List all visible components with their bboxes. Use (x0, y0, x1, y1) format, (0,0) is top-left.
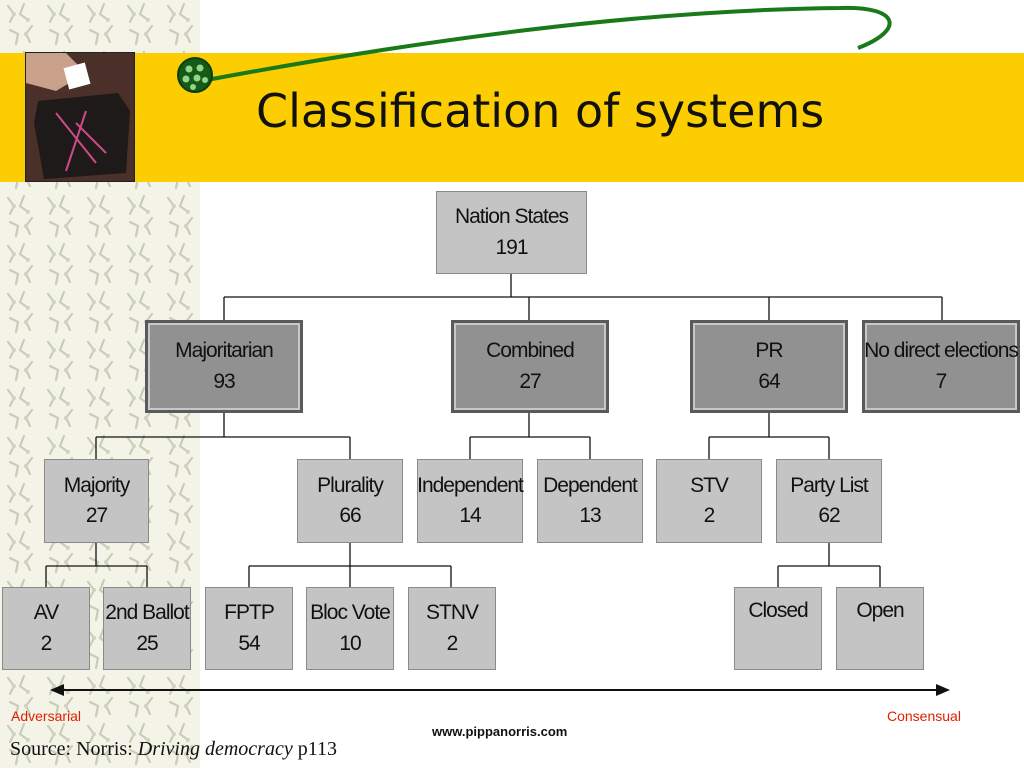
decorative-curve (177, 5, 892, 93)
node-value: 191 (495, 235, 528, 259)
node-label: No direct elections (864, 339, 1019, 363)
node-label: STV (690, 473, 729, 497)
node-majority: Majority 27 (44, 459, 149, 543)
node-stv: STV 2 (656, 459, 762, 543)
node-label: Nation States (454, 205, 569, 229)
node-nation-states: Nation States 191 (436, 191, 587, 274)
title-banner (0, 53, 1024, 182)
globe-icon (177, 57, 213, 93)
node-plurality: Plurality 66 (297, 459, 403, 543)
node-value: 27 (519, 369, 541, 393)
node-party-list: Party List 62 (776, 459, 882, 543)
node-open: Open (836, 587, 924, 670)
node-value: 13 (579, 504, 601, 527)
node-label: Bloc Vote (310, 601, 391, 625)
node-stnv: STNV 2 (408, 587, 496, 670)
node-independent: Independent 14 (417, 459, 524, 543)
node-label: Majoritarian (175, 339, 274, 363)
node-value: 27 (85, 504, 108, 527)
node-label: Dependent (543, 473, 638, 497)
node-combined: Combined 27 (451, 320, 609, 413)
node-label: Closed (748, 599, 808, 622)
node-bloc-vote: Bloc Vote 10 (306, 587, 394, 670)
node-no-direct-elections: No direct elections 7 (862, 320, 1020, 413)
node-value: 54 (238, 631, 260, 655)
slide-title: Classification of systems (256, 84, 825, 138)
ballot-box-photo (25, 52, 135, 182)
node-value: 2 (446, 631, 459, 655)
source-page: p113 (292, 738, 337, 760)
adversarial-consensual-axis (50, 684, 950, 696)
node-value: 2 (40, 631, 53, 655)
node-pr: PR 64 (690, 320, 848, 413)
source-book-title: Driving democracy (137, 738, 293, 760)
node-fptp: FPTP 54 (205, 587, 293, 670)
node-value: 93 (213, 369, 235, 393)
node-majoritarian: Majoritarian 93 (145, 320, 303, 413)
node-label: Combined (486, 339, 575, 363)
node-label: 2nd Ballot (105, 601, 189, 625)
node-label: STNV (425, 601, 479, 625)
node-label: Open (856, 599, 904, 622)
node-closed: Closed (734, 587, 822, 670)
node-value: 64 (758, 369, 780, 393)
node-value: 2 (703, 504, 716, 527)
node-dependent: Dependent 13 (537, 459, 643, 543)
node-value: 25 (136, 631, 158, 655)
node-label: FPTP (224, 601, 275, 625)
node-2nd-ballot: 2nd Ballot 25 (103, 587, 191, 670)
node-value: 7 (935, 369, 948, 393)
node-label: Majority (63, 473, 131, 497)
node-value: 14 (459, 504, 481, 527)
node-value: 62 (818, 504, 840, 527)
node-label: Independent (417, 473, 524, 497)
node-label: AV (33, 601, 59, 625)
source-citation: Source: Norris: Driving democracy p113 (10, 738, 337, 761)
website-url: www.pippanorris.com (432, 724, 568, 739)
node-value: 10 (339, 631, 361, 655)
node-label: PR (755, 339, 783, 363)
node-label: Plurality (317, 473, 384, 497)
node-value: 66 (339, 504, 361, 527)
scale-label-adversarial: Adversarial (11, 708, 82, 724)
node-av: AV 2 (2, 587, 90, 670)
scale-label-consensual: Consensual (887, 708, 961, 724)
node-label: Party List (790, 473, 869, 497)
source-prefix: Source: Norris: (10, 738, 138, 760)
